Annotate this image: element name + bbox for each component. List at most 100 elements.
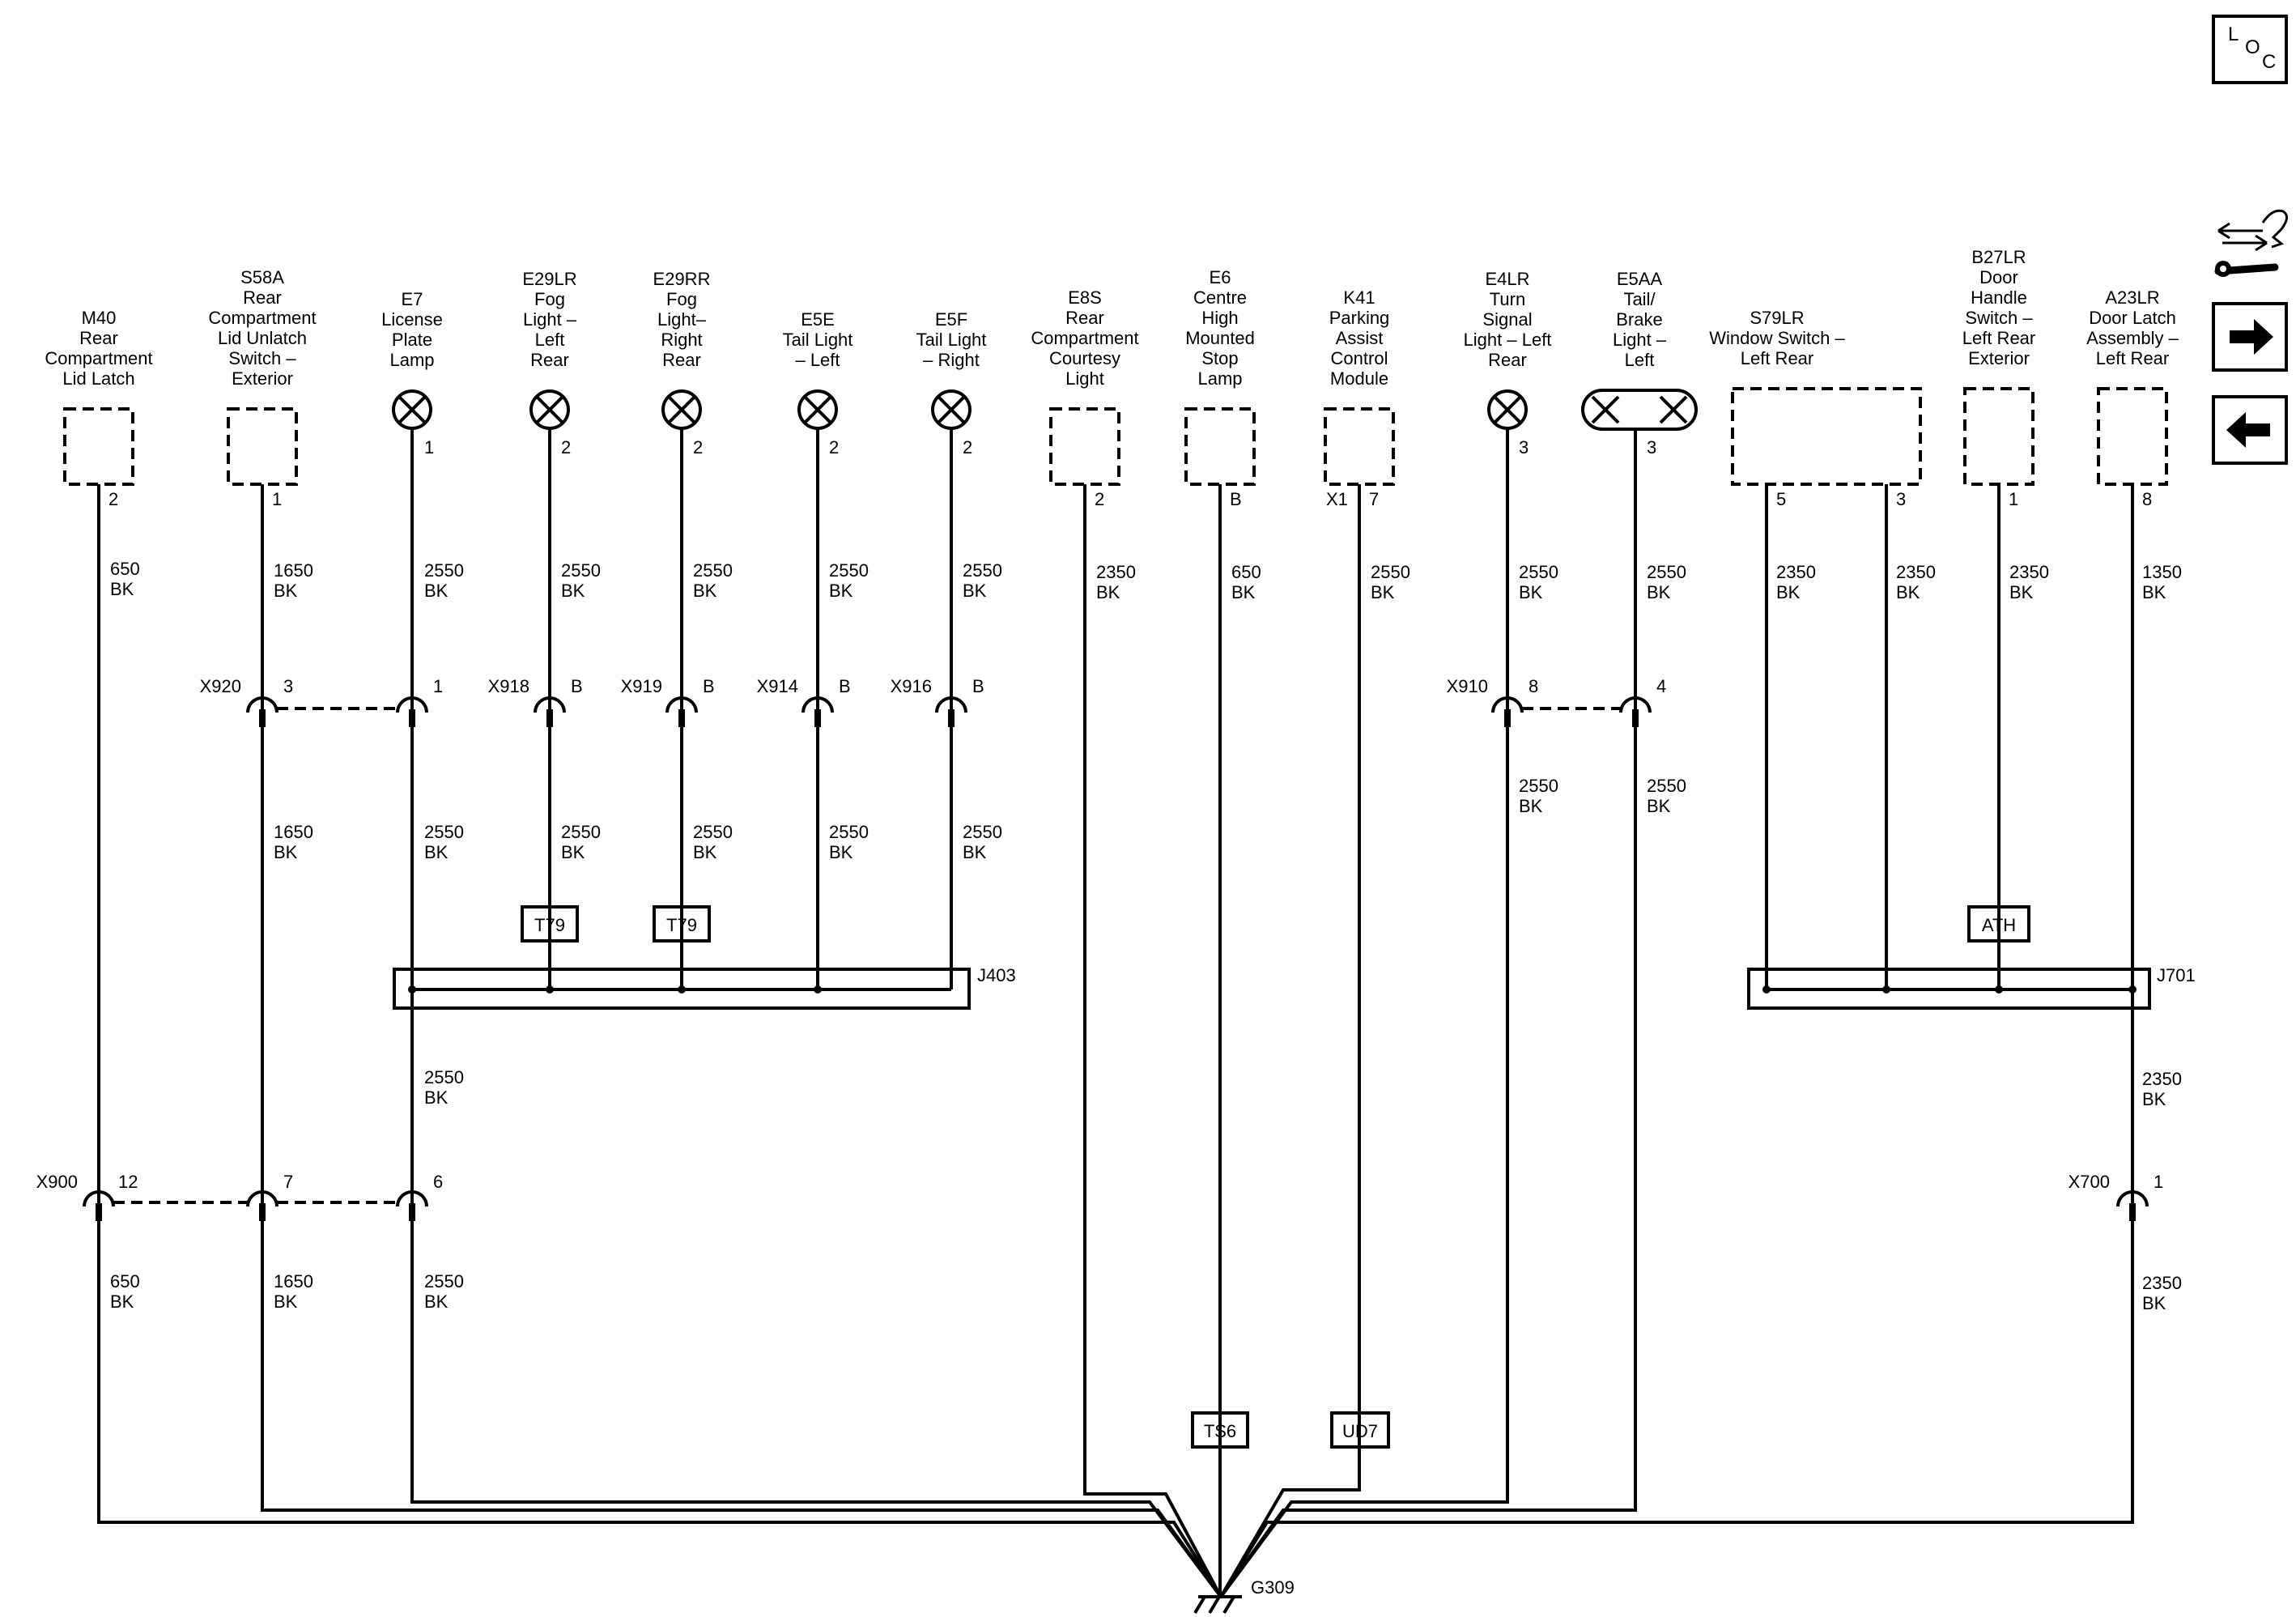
svg-text:1350: 1350 — [2142, 562, 2182, 582]
svg-text:2550: 2550 — [1647, 776, 1686, 796]
svg-text:3: 3 — [1519, 437, 1529, 457]
svg-text:BK: BK — [1231, 582, 1256, 602]
component-label-line: A23LR — [2105, 287, 2159, 308]
component-label-line: Rear — [530, 350, 569, 370]
connector-x918[interactable]: X918 — [488, 676, 529, 696]
svg-text:2550: 2550 — [1647, 562, 1686, 582]
option-tag-t79-left[interactable]: T79 — [521, 905, 579, 943]
component-s58a-box[interactable] — [227, 407, 298, 486]
component-label-line: Signal — [1482, 309, 1532, 330]
component-label-line: – Left — [795, 350, 840, 370]
inline-connectors — [83, 696, 2149, 1221]
component-label-line: S58A — [240, 267, 284, 287]
svg-text:O: O — [2245, 36, 2260, 58]
svg-text:2350: 2350 — [1776, 562, 1816, 582]
svg-text:T79: T79 — [534, 915, 565, 935]
component-label-line: Lid Unlatch — [218, 328, 307, 348]
svg-text:2550: 2550 — [693, 560, 733, 581]
lamp-e5aa-icon[interactable] — [1581, 389, 1698, 431]
svg-text:L: L — [2228, 23, 2239, 45]
svg-text:2550: 2550 — [424, 560, 464, 581]
component-label-line: B27LR — [1971, 247, 2026, 267]
component-label-line: High — [1201, 308, 1238, 328]
svg-text:4: 4 — [1656, 676, 1666, 696]
component-label-line: Rear — [1488, 350, 1527, 370]
connector-x700[interactable]: X700 — [2069, 1172, 2110, 1192]
connector-x916[interactable]: X916 — [891, 676, 932, 696]
svg-text:BK: BK — [1519, 582, 1543, 602]
previous-page-button[interactable] — [2212, 395, 2288, 465]
lamp-e5e-icon[interactable] — [797, 389, 838, 430]
option-tag-t79-right[interactable]: T79 — [653, 905, 711, 943]
component-m40-box[interactable] — [63, 407, 134, 486]
svg-text:BK: BK — [274, 581, 298, 601]
component-a23lr-box[interactable] — [2097, 387, 2168, 486]
ground-icon — [1193, 1595, 1235, 1615]
svg-text:BK: BK — [1647, 582, 1671, 602]
option-tag-ud7[interactable]: UD7 — [1330, 1411, 1390, 1449]
ground-g309[interactable]: G309 — [1193, 1577, 1295, 1615]
svg-text:2550: 2550 — [1519, 562, 1558, 582]
svg-text:1: 1 — [433, 676, 443, 696]
svg-text:J701: J701 — [2157, 965, 2196, 985]
splice-j403[interactable]: J403 — [393, 965, 1016, 1010]
connector-x910[interactable]: X910 — [1447, 676, 1488, 696]
component-label-line: Light — [1065, 368, 1104, 389]
svg-text:3: 3 — [283, 676, 293, 696]
svg-text:G309: G309 — [1251, 1577, 1295, 1598]
repair-info-button[interactable] — [2214, 209, 2288, 277]
component-label-line: Handle — [1971, 287, 2027, 308]
next-page-button[interactable] — [2212, 302, 2288, 372]
component-label-line: K41 — [1343, 287, 1375, 308]
svg-text:BK: BK — [110, 579, 134, 599]
svg-text:B: B — [839, 676, 851, 696]
lamp-e7-icon[interactable] — [392, 389, 432, 430]
svg-text:B: B — [1230, 489, 1242, 509]
component-label-line: Fog — [666, 289, 697, 309]
svg-text:BK: BK — [2142, 1089, 2166, 1109]
component-label-line: E5E — [801, 309, 835, 330]
loc-button[interactable]: L O C — [2212, 15, 2288, 84]
svg-text:1: 1 — [2154, 1172, 2163, 1192]
component-e6-box[interactable] — [1184, 407, 1256, 486]
connector-x914[interactable]: X914 — [757, 676, 798, 696]
component-label-line: Stop — [1201, 348, 1238, 368]
component-s79lr-box[interactable] — [1731, 387, 1922, 486]
connector-x900[interactable]: X900 — [36, 1172, 78, 1192]
svg-text:2550: 2550 — [561, 822, 601, 842]
svg-text:2550: 2550 — [424, 1067, 464, 1087]
svg-text:2550: 2550 — [829, 822, 869, 842]
svg-text:TS6: TS6 — [1204, 1421, 1236, 1441]
component-pins: 2 1 1 2 2 2 2 2 B X1 7 3 3 5 3 1 8 — [108, 437, 2152, 509]
option-tag-ath[interactable]: ATH — [1967, 905, 2030, 943]
component-label-line: Module — [1330, 368, 1388, 389]
connector-x919[interactable]: X919 — [621, 676, 662, 696]
component-k41-box[interactable] — [1324, 407, 1395, 486]
component-b27lr-box[interactable] — [1963, 387, 2035, 486]
svg-text:BK: BK — [2142, 582, 2166, 602]
svg-text:1650: 1650 — [274, 1271, 313, 1291]
svg-text:BK: BK — [963, 842, 987, 862]
lamp-e29rr-icon[interactable] — [661, 389, 702, 430]
component-label-line: Exterior — [232, 368, 293, 389]
component-e8s-box[interactable] — [1049, 407, 1120, 486]
component-label-line: Left Rear — [1741, 348, 1814, 368]
option-tag-ts6[interactable]: TS6 — [1191, 1411, 1249, 1449]
svg-text:J403: J403 — [977, 965, 1016, 985]
lamp-e29lr-icon[interactable] — [529, 389, 570, 430]
component-label-line: Door Latch — [2089, 308, 2176, 328]
svg-text:2: 2 — [561, 437, 571, 457]
splice-j701[interactable]: J701 — [1747, 965, 2196, 1010]
lamp-e5f-icon[interactable] — [931, 389, 972, 430]
component-label-line: Light – Left — [1464, 330, 1552, 350]
connector-x920[interactable]: X920 — [200, 676, 241, 696]
lamp-e4lr-icon[interactable] — [1487, 389, 1528, 430]
component-label-line: M40 — [82, 308, 117, 328]
svg-text:2550: 2550 — [963, 822, 1002, 842]
svg-text:1: 1 — [272, 489, 282, 509]
